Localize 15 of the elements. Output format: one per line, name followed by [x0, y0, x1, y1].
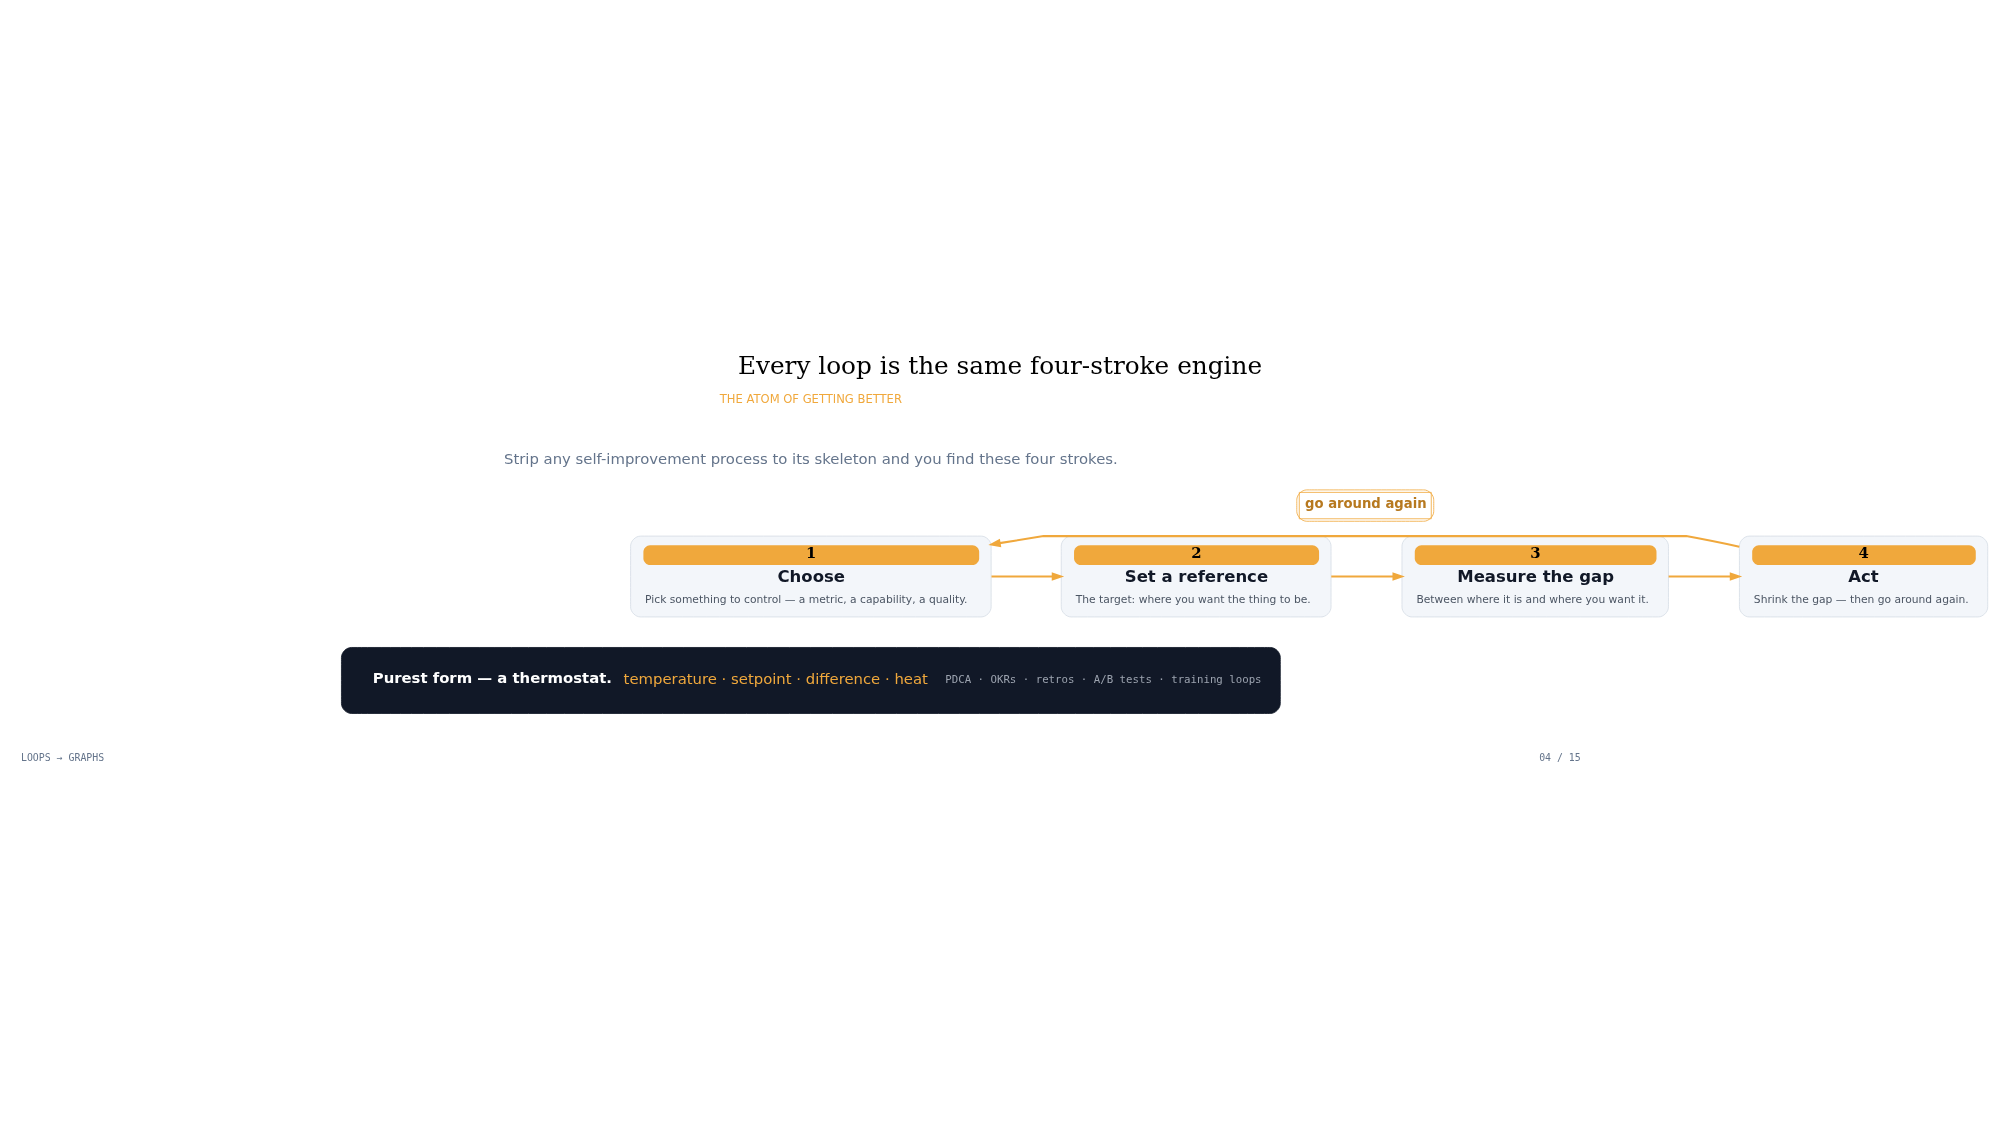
node-box: 1 Choose Pick something to control — a metric, a capability, a quality.: [630, 535, 992, 618]
arrow: [1668, 572, 1743, 581]
node-box: 3 Measure the gap Between where it is and where you want it.: [1401, 535, 1669, 618]
diagram-title: Every loop is the same four-stroke engine: [737, 351, 1263, 381]
label: LOOPS → GRAPHS: [20, 752, 105, 764]
node-box: 4 Act Shrink the gap — then go around again.: [1739, 535, 1989, 618]
arrow: [988, 535, 1740, 548]
arrow: [1331, 572, 1405, 581]
node-box: Purest form — a thermostat. temperature · setpoint · difference · heat PDCA · OKRs · retros · A/B tests · training loops: [341, 647, 1281, 714]
label: 04 / 15: [1539, 752, 1581, 764]
label: Strip any self-improvement process to its skeleton and you find these four strokes.: [503, 449, 1118, 468]
label: THE ATOM OF GETTING BETTER: [719, 392, 902, 407]
edge-label: go around again: [1305, 495, 1427, 511]
arrow: [991, 572, 1065, 581]
node-box: 2 Set a reference The target: where you want the thing to be.: [1060, 535, 1332, 618]
